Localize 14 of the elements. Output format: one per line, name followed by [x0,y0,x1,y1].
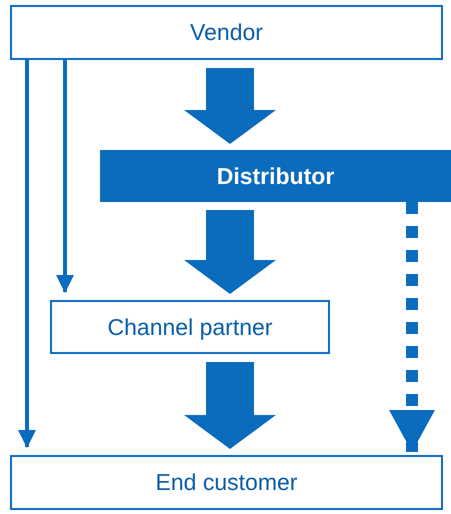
box-label: End customer [156,469,298,496]
block-arrow [184,68,276,144]
outlined-box [50,300,330,354]
arrow [18,60,36,448]
block-arrow [184,362,276,449]
box-label: Channel partner [108,314,272,340]
outlined-box [10,5,443,60]
block-arrow [184,210,276,294]
arrow [56,60,74,293]
filled-box [100,150,451,202]
dashed-arrow [389,202,435,452]
box-label: Vendor [190,19,263,46]
outlined-box [10,455,443,510]
box-label: Distributor [216,162,334,190]
